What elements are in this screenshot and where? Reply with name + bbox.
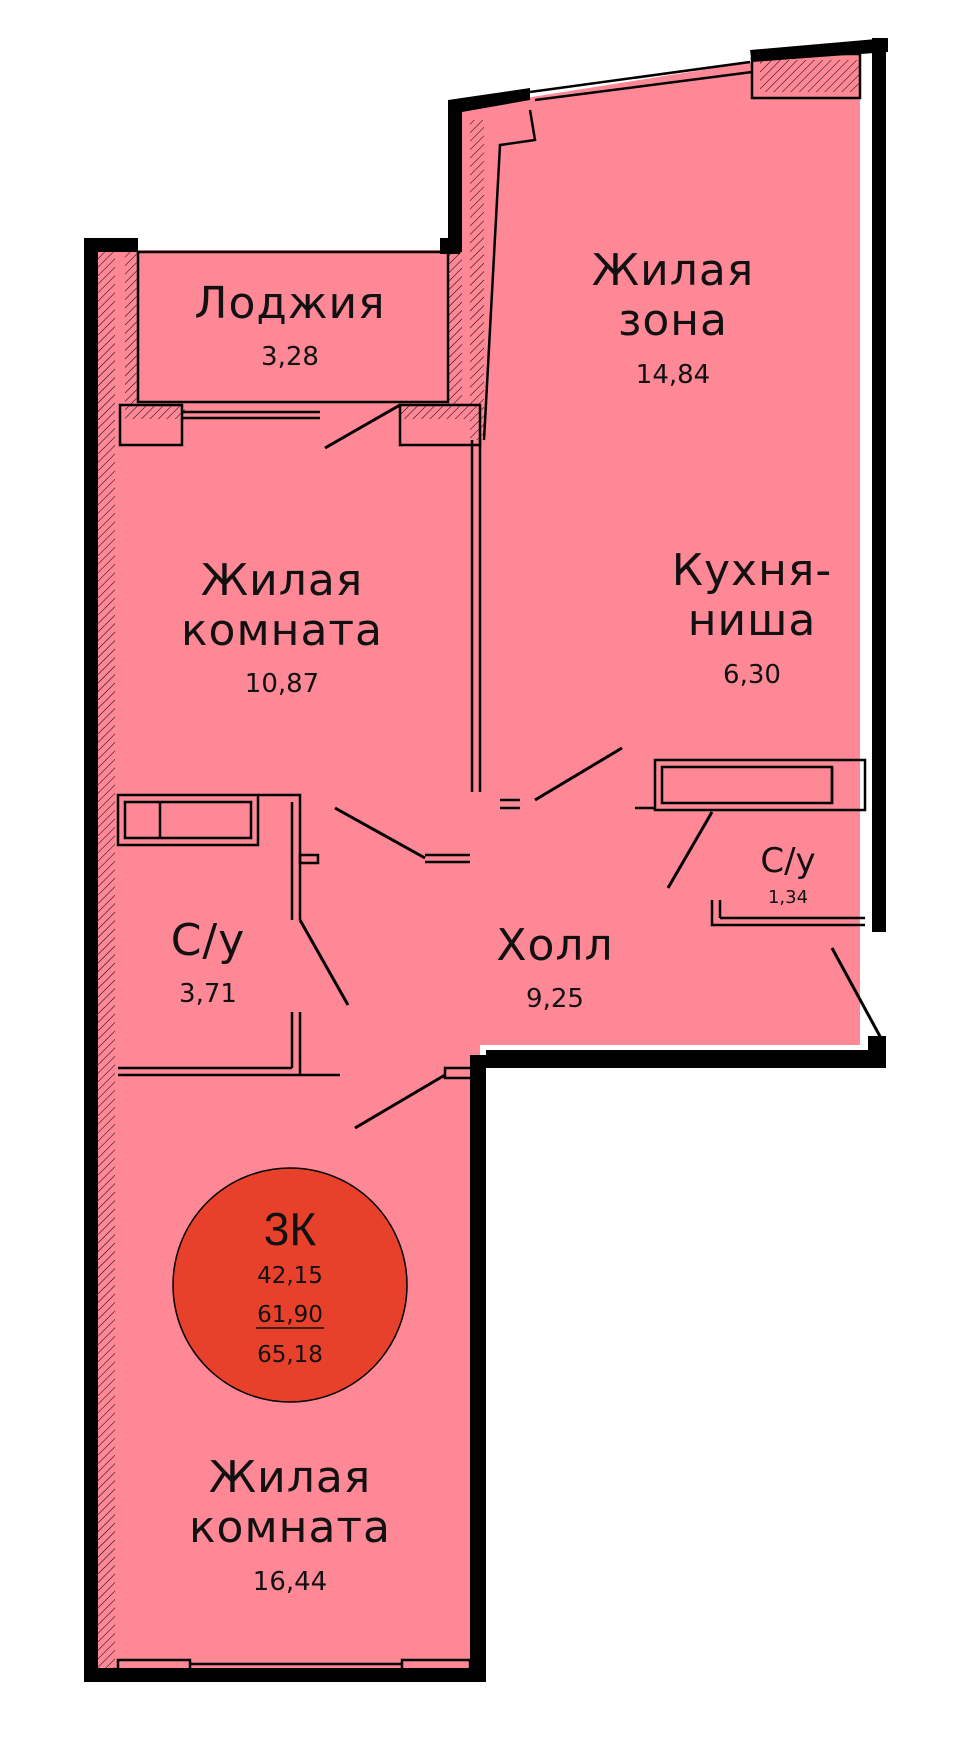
kitchen-area: 6,30 [723,660,781,690]
bath-stub [298,853,320,865]
door-loggia [324,403,401,450]
living-left-hatch [470,120,484,440]
room-top-name-2: комната [181,605,383,656]
badge-title: 3К [264,1203,317,1255]
wall-bottom [84,1668,486,1682]
wall-bottom-step [470,1055,486,1682]
bottom-sill-r [400,1658,472,1678]
wall-right [872,38,886,932]
wall-top-slant [448,88,530,112]
wc-small-area: 1,34 [768,887,808,908]
room-top-name-1: Жилая [201,555,364,606]
loggia-name: Лоджия [194,278,385,329]
loggia-sill-r [398,403,482,447]
wall-top-right [750,38,888,62]
living-top-edge-2 [534,70,753,102]
kitchen-counter-outer [653,758,867,812]
badge-total-with-loggia: 65,18 [257,1342,323,1368]
bath-wall-inner [123,800,253,840]
wall-top-left [84,238,138,252]
wall-stub-br [868,1036,886,1068]
living-zone-name-1: Жилая [592,245,755,296]
wall-hatching [97,60,860,1670]
bath-name: С/у [171,915,246,966]
interior-walls [116,52,867,1678]
living-inner-edge [482,109,537,441]
door-bath [298,919,350,1006]
living-zone-name-2: зона [618,295,728,346]
door-entrance [830,947,884,1041]
badge-circle [172,1167,408,1403]
door-wc-small [666,811,714,889]
entry-sill [443,1066,474,1080]
hall-name: Холл [496,920,613,971]
bath-right-wall [258,793,302,920]
wall-bottom-right [486,1050,886,1068]
loggia-area: 3,28 [261,342,319,372]
left-wall-hatch [97,250,115,1670]
loggia-bottom-hatch-r [400,405,484,419]
door-room-bottom [354,1073,446,1130]
top-right-hatch [760,60,860,92]
wall-left [84,238,98,1682]
door-swings [298,403,884,1130]
room-top-area: 10,87 [245,669,319,699]
hall-area: 9,25 [526,984,584,1014]
loggia-bottom-hatch [125,405,185,419]
kitchen-name-1: Кухня- [672,545,832,596]
loggia-right-hatch [448,250,462,410]
door-kitchen [534,746,623,802]
wc-small-wall [710,900,865,927]
badge-total-area: 61,90 [257,1302,323,1328]
room-labels: Лоджия 3,28 Жилая зона 14,84 Жилая комна… [171,245,832,1597]
wc-small-name: С/у [760,841,815,881]
bath-wall-block [116,793,260,847]
top-right-block [750,52,862,100]
door-room-top [334,806,426,860]
kitchen-name-2: ниша [688,595,817,646]
wall-step [448,100,462,252]
loggia-fill [135,252,455,407]
room-bottom-name-1: Жилая [209,1452,372,1503]
exterior-walls [84,38,888,1682]
living-top-edge [529,60,751,94]
room-bottom-name-2: комната [189,1502,391,1553]
room-bottom-area: 16,44 [253,1567,327,1597]
living-zone-area: 14,84 [636,360,710,390]
loggia-left-hatch [125,250,138,410]
apartment-badge: 3К 42,15 61,90 65,18 [172,1167,408,1403]
loggia-sill-l [118,403,184,447]
badge-living-area: 42,15 [257,1263,323,1289]
bottom-sill-l [116,1658,192,1678]
bath-area: 3,71 [179,979,237,1009]
loggia-inner [136,250,450,404]
